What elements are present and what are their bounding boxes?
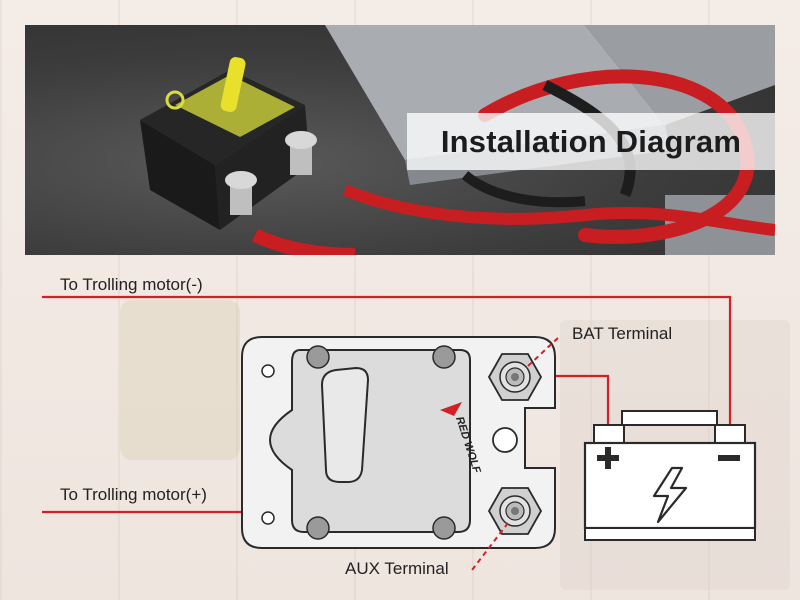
- plus-icon: [597, 447, 619, 469]
- battery-icon: [583, 410, 757, 541]
- title-banner: Installation Diagram: [407, 113, 775, 170]
- wire-motor-negative: [42, 295, 732, 425]
- label-motor-positive: To Trolling motor(+): [60, 485, 207, 504]
- bat-terminal-leader: [527, 335, 561, 367]
- label-aux-terminal: AUX Terminal: [345, 559, 449, 578]
- aux-terminal: [487, 487, 543, 535]
- minus-icon: [718, 455, 740, 461]
- background-faded-breaker: [120, 300, 240, 460]
- circuit-breaker: [241, 336, 556, 549]
- lightning-icon: [652, 466, 688, 524]
- page-title: Installation Diagram: [440, 123, 742, 159]
- aux-terminal-leader: [471, 522, 509, 571]
- product-photo: Installation Diagram: [25, 25, 775, 255]
- label-motor-negative: To Trolling motor(-): [60, 275, 203, 294]
- label-bat-terminal: BAT Terminal: [572, 324, 673, 343]
